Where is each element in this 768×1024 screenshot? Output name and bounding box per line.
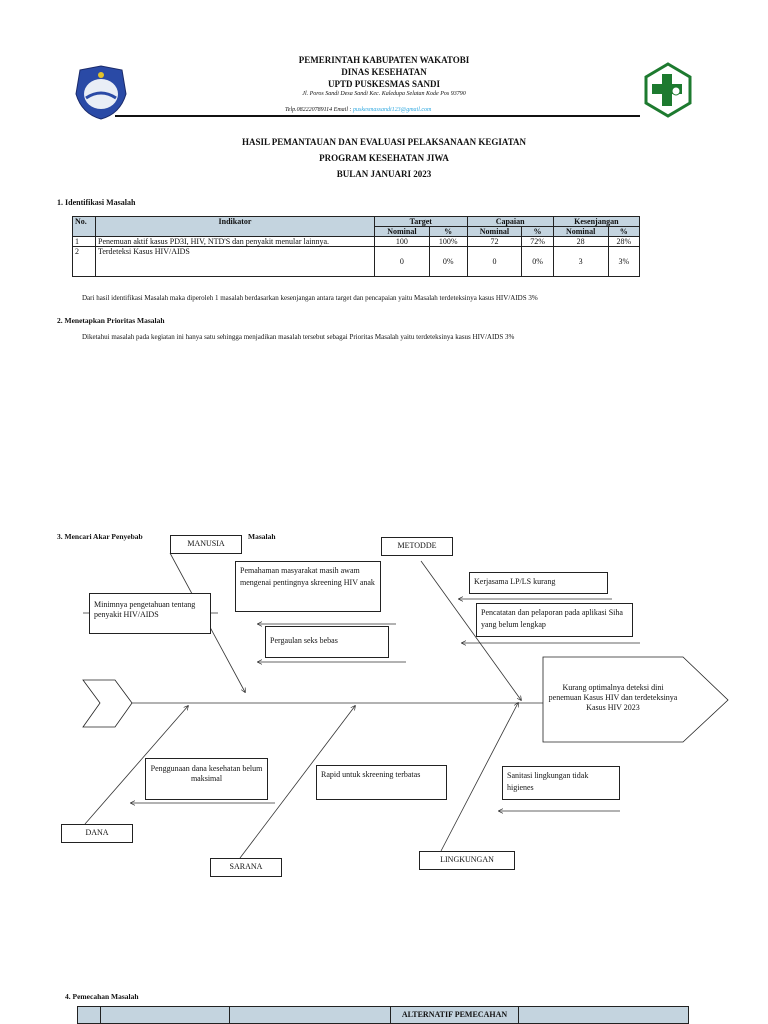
puskesmas-logo-icon (644, 62, 692, 118)
title-line-2: PROGRAM KESEHATAN JIWA (319, 153, 449, 163)
col-no: No. (72, 216, 96, 237)
fishbone-head (542, 656, 729, 743)
cell: Terdeteksi Kasus HIV/AIDS (95, 246, 375, 277)
header-rule (115, 115, 640, 117)
fishbone-tail (82, 679, 133, 728)
bone-sarana (239, 706, 355, 859)
cell: 2 (72, 246, 96, 277)
category-dana: DANA (61, 824, 133, 843)
category-manusia: MANUSIA (170, 535, 242, 554)
header-line-1: PEMERINTAH KABUPATEN WAKATOBI (298, 55, 470, 65)
wakatobi-emblem-icon (75, 65, 127, 120)
bone-lingkungan (440, 703, 518, 852)
section-2-heading: 2. Menetapkan Prioritas Masalah (57, 316, 165, 325)
solution-table: ALTERNATIF PEMECAHAN (77, 1006, 689, 1024)
section-3-heading: 3. Mencari Akar Penyebab (57, 532, 143, 541)
phone-text: Telp.082220789114 Email : (285, 107, 354, 113)
section-3-heading-tail: Masalah (248, 532, 276, 541)
identification-table: No. Indikator Target Capaian Kesenjangan… (72, 216, 641, 277)
category-lingkungan: LINGKUNGAN (419, 851, 515, 870)
effect-text: Kurang optimalnya deteksi dini penemuan … (548, 683, 678, 712)
cause-minimnya: Minimnya pengetahuan tentang penyakit HI… (89, 593, 211, 634)
title-line-1: HASIL PEMANTAUAN DAN EVALUASI PELAKSANAA… (241, 137, 527, 147)
cause-rapid: Rapid untuk skreening terbatas (316, 765, 447, 800)
cause-pencatatan: Pencatatan dan pelaporan pada aplikasi S… (476, 603, 633, 637)
cause-penggunaan: Penggunaan dana kesehatan belum maksimal (145, 758, 268, 800)
bone-dana (84, 706, 188, 825)
email-link[interactable]: puskesmassandi123@gmail.com (353, 107, 432, 113)
section-1-paragraph: Dari hasil identifikasi Masalah maka dip… (82, 294, 538, 302)
cell: 0 (466, 246, 523, 277)
cause-pergaulan: Pergaulan seks bebas (265, 626, 389, 658)
category-sarana: SARANA (210, 858, 282, 877)
cell: 3 (552, 246, 609, 277)
title-line-3: BULAN JANUARI 2023 (336, 169, 432, 179)
header-contact: Telp.082220789114 Email : puskesmassandi… (285, 107, 431, 113)
cause-sanitasi: Sanitasi lingkungan tidak higienes (502, 766, 620, 800)
category-metode: METODDE (381, 537, 453, 556)
section-2-paragraph: Diketahui masalah pada kegiatan ini hany… (82, 333, 515, 341)
cell: 0 (374, 246, 430, 277)
cell: 0% (521, 246, 554, 277)
section-4-heading: 4. Pemecahan Masalah (65, 992, 139, 1001)
cell: 0% (428, 246, 468, 277)
bone-metode (420, 560, 521, 700)
col-alternatif: ALTERNATIF PEMECAHAN (401, 1010, 508, 1019)
header-line-3: UPTD PUSKESMAS SANDI (327, 79, 441, 89)
header-address: Jl. Poros Sandi Desa Sandi Kec. Kaledupa… (302, 91, 466, 97)
cell: 3% (607, 246, 641, 277)
cause-kerjasama: Kerjasama LP/LS kurang (469, 572, 608, 594)
section-1-heading: 1. Identifikasi Masalah (57, 198, 136, 207)
cause-pemahaman: Pemahaman masyarakat masih awam mengenai… (235, 561, 381, 612)
header-line-2: DINAS KESEHATAN (341, 67, 427, 77)
